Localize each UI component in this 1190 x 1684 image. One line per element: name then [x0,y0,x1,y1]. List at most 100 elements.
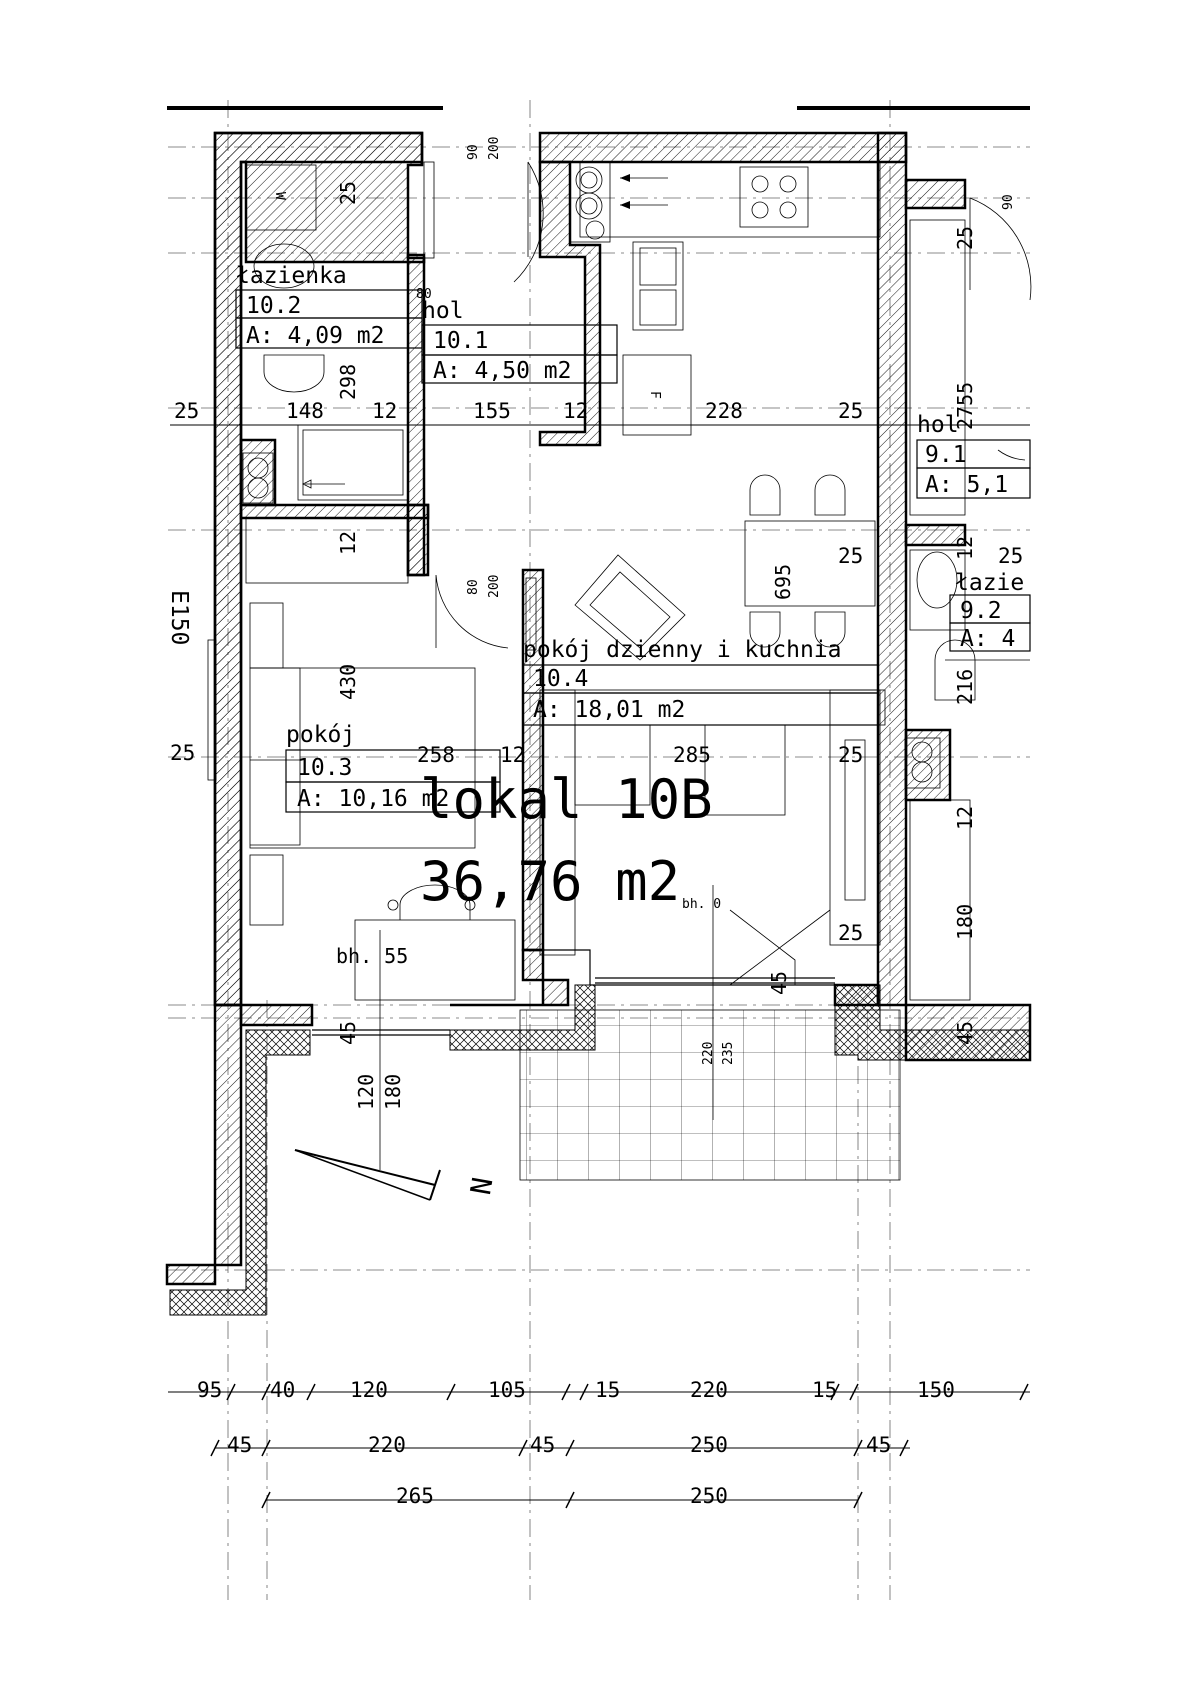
room-number-bedroom: 10.3 [297,755,352,781]
toilet-icon [263,354,325,393]
shower-tray [297,424,409,501]
dim-b2-3: 250 [690,1433,728,1457]
room-area-bedroom: A: 10,16 m2 [297,786,449,812]
ventilation-shafts [242,161,1030,789]
dim-b2-0: 45 [227,1433,252,1457]
door-dim-3: 200 [487,575,502,598]
fixtures: W F [245,161,976,1001]
dim-v-10: 216 [953,669,977,705]
dim-v-6: 25 [838,921,863,945]
dim-v-8: 12 [953,536,977,560]
room-number-hall: 10.1 [433,328,488,354]
doors [207,161,1032,781]
dim-b1-1: 40 [270,1378,295,1402]
room-number-living: 10.4 [533,666,588,692]
dim-b3-1: 250 [690,1484,728,1508]
tv-cabinet [829,689,881,946]
dim-v-19: 45 [767,971,791,995]
sill-label-bedroom: bh. 55 [336,944,408,968]
wardrobe [245,517,409,584]
door-dim-0: 90 [466,144,481,160]
door-dim-4: 90 [1001,194,1016,210]
dim-h1-2: 12 [372,399,397,423]
room-name-bedroom: pokój [286,722,355,748]
side-text: E150 [166,590,192,645]
kitchen-counter [579,161,881,238]
dim-v-17: 25 [953,226,977,250]
dim-v-12: 180 [953,904,977,940]
room-name-hall-9: hol [917,412,959,438]
dim-h1-0: 25 [174,399,199,423]
room-area-living: A: 18,01 m2 [533,697,685,723]
room-name-bathroom: łazienka [236,263,347,289]
dim-v-14: 45 [336,1021,360,1045]
dim-h2-3: 25 [838,743,863,767]
dim-v-5: 25 [838,544,863,568]
dim-b1-4: 15 [595,1378,620,1402]
dim-b1-3: 105 [488,1378,526,1402]
dim-b1-6: 15 [812,1378,837,1402]
room-number-bathroom: 10.2 [246,293,301,319]
dim-b1-5: 220 [690,1378,728,1402]
dim-b1-0: 95 [197,1378,222,1402]
dim-h2-0: 258 [417,743,455,767]
dim-b2-1: 220 [368,1433,406,1457]
balcony-tiles [519,1009,901,1181]
washing-machine [245,164,317,231]
balcony-dim-1: 235 [721,1042,736,1065]
balcony-dim-0: 220 [701,1042,716,1065]
fridge-label: F [647,391,662,399]
dim-b2-4: 45 [866,1433,891,1457]
dim-v-7: 2755 [953,382,977,430]
room-number-bath-9: 9.2 [960,598,1002,624]
dim-v-18: 25 [170,741,195,765]
room-area-bath-9: A: 4 [960,626,1015,652]
north-arrow: N [294,1149,498,1201]
unit-title: lokal 10B [420,768,713,831]
dim-h1-6: 25 [838,399,863,423]
dim-v-11: 12 [953,806,977,830]
dim-v-4: 695 [771,564,795,600]
door-dim-1: 200 [487,137,502,160]
dim-b2-2: 45 [530,1433,555,1457]
fridge [622,354,692,436]
vertical-dimensions: 25 298 12 430 695 25 25 2755 12 25 216 1… [170,181,1023,1110]
dim-b1-7: 150 [917,1378,955,1402]
desk [354,919,516,1001]
unit-area: 36,76 m2 [420,850,680,913]
dim-v-2: 12 [336,531,360,555]
sill-label-living: bh. 0 [682,897,721,912]
dining-table [744,520,876,607]
room-area-bathroom: A: 4,09 m2 [246,323,384,349]
dim-h1-1: 148 [286,399,324,423]
dimension-ticks [210,1383,1029,1509]
room-area-hall-9: A: 5,1 [925,472,1008,498]
door-dim-5: 80 [416,287,432,302]
dim-h2-1: 12 [500,743,525,767]
room-label-boxes [235,289,1031,813]
dim-v-0: 25 [336,181,360,205]
dim-v-15: 120 [354,1074,378,1110]
room-number-hall-9: 9.1 [925,442,967,468]
dim-h1-4: 12 [563,399,588,423]
door-dimensions: 90 200 80 200 90 80 [416,137,1016,598]
washbasin-icon [253,243,315,289]
bed [249,667,476,849]
room-name-bath-9: łazie [955,570,1024,596]
room-name-living: pokój dzienny i kuchnia [523,637,842,663]
washing-machine-label: W [272,192,287,200]
room-name-hall: hol [422,298,464,324]
cooktop-icon [739,166,809,228]
dim-h2-2: 285 [673,743,711,767]
dim-h1-3: 155 [473,399,511,423]
dim-h1-5: 228 [705,399,743,423]
dim-v-13: 45 [953,1021,977,1045]
north-label: N [463,1175,498,1197]
dim-v-1: 298 [336,364,360,400]
dim-v-9: 25 [998,544,1023,568]
door-dim-2: 80 [466,579,481,595]
room-area-hall: A: 4,50 m2 [433,358,571,384]
dim-v-16: 180 [381,1074,405,1110]
sink-icon [632,241,684,331]
